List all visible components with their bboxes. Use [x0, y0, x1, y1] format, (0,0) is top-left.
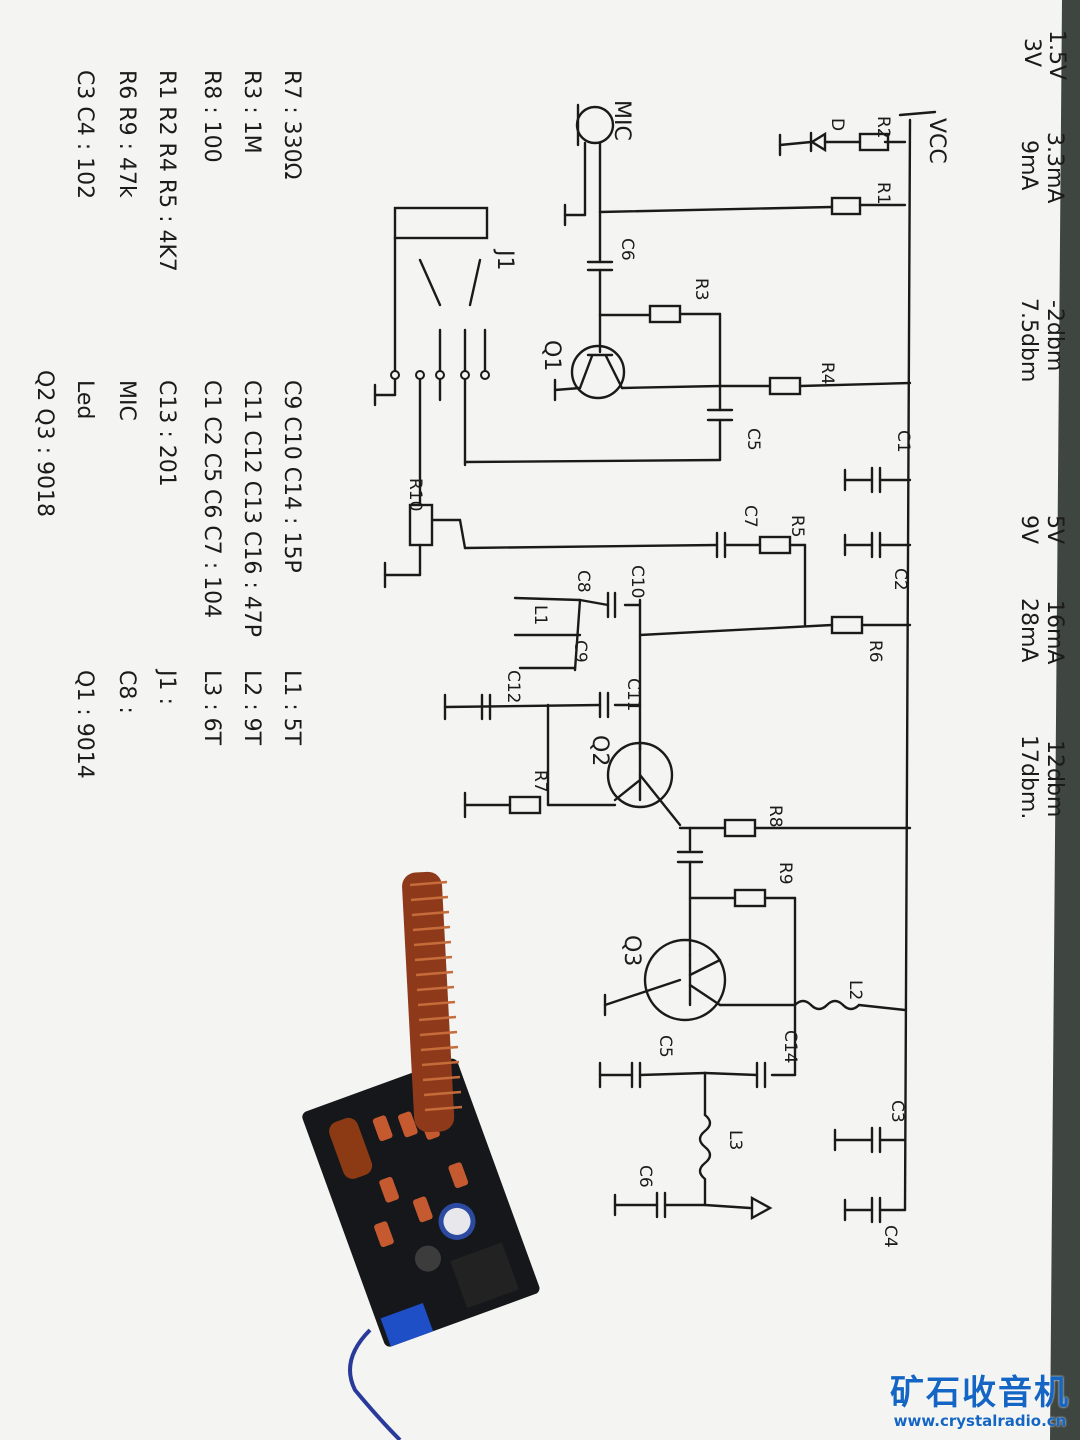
parts-col2-4: MIC	[114, 380, 139, 421]
label-q2: Q2	[587, 735, 612, 766]
parts-col3-3: J1 :	[154, 668, 179, 705]
parts-col3-0: L1 : 5T	[279, 670, 304, 746]
parts-col2-1: C11 C12 C13 C16 : 47P	[239, 380, 264, 637]
parts-col1-1: R3 : 1M	[239, 70, 264, 154]
label-c6-out: C6	[635, 1165, 655, 1188]
label-mic: MIC	[609, 100, 634, 141]
label-c9: C9	[570, 640, 590, 663]
label-c2: C2	[890, 568, 910, 591]
label-c3: C3	[887, 1100, 907, 1123]
parts-col3-2: L3 : 6T	[199, 670, 224, 746]
meas-e2: 17dbm.	[1016, 735, 1041, 819]
label-d: D	[827, 118, 847, 131]
watermark: 矿石收音机 www.crystalradio.cn	[890, 1374, 1070, 1430]
label-q3: Q3	[619, 935, 644, 966]
pcb-board	[302, 1058, 540, 1347]
coil-antenna	[402, 871, 463, 1133]
meas-c2: 9V	[1016, 515, 1041, 544]
label-r1: R1	[873, 182, 893, 205]
label-c8: C8	[573, 570, 593, 593]
meas-a2: 9mA	[1016, 140, 1041, 190]
parts-col1-3: R1 R2 R4 R5 : 4K7	[154, 70, 179, 272]
label-c6-top: C6	[617, 238, 637, 261]
label-r3: R3	[691, 278, 711, 301]
meas-d1: 16mA	[1042, 600, 1067, 664]
meas-b1: -2dbm	[1042, 300, 1067, 371]
label-r8: R8	[765, 805, 785, 828]
label-c10: C10	[627, 565, 647, 599]
label-q1: Q1	[539, 340, 564, 371]
parts-col2-5: Led	[72, 380, 97, 419]
label-c14: C14	[780, 1030, 800, 1064]
parts-col3-5: Q1 : 9014	[72, 670, 97, 779]
handwritten-labels: VCC MIC J1 R1 R2 D R3 R4 R5 R6 R7 R8 R9 …	[32, 30, 1069, 1248]
parts-col2-2: C1 C2 C5 C6 C7 : 104	[199, 380, 224, 618]
label-r2: R2	[873, 116, 893, 139]
meas-a1: 3.3mA	[1042, 132, 1067, 203]
label-c4: C4	[880, 1225, 900, 1248]
power-v2: 3V	[1019, 38, 1044, 67]
watermark-cn: 矿石收音机	[890, 1373, 1070, 1413]
label-r6: R6	[865, 640, 885, 663]
label-j1: J1	[492, 248, 517, 271]
power-v1: 1.5V	[1044, 30, 1069, 80]
parts-col2-0: C9 C10 C14 : 15P	[279, 380, 304, 573]
label-vcc: VCC	[924, 118, 949, 164]
parts-col1-4: R6 R9 : 47k	[114, 70, 139, 198]
label-c7: C7	[740, 505, 760, 528]
meas-e1: 12dbm	[1042, 740, 1067, 817]
parts-col2-6: Q2 Q3 : 9018	[32, 370, 57, 517]
parts-col2-3: C13 : 201	[154, 380, 179, 487]
label-c11: C11	[623, 678, 643, 712]
label-c1: C1	[893, 430, 913, 453]
meas-d2: 28mA	[1016, 598, 1041, 662]
label-r4: R4	[817, 362, 837, 385]
jack-terminals	[390, 370, 490, 380]
meas-c1: 5V	[1042, 515, 1067, 544]
meas-b2: 7.5dbm	[1016, 298, 1041, 382]
circuit-drawing	[373, 103, 937, 1224]
parts-col1-2: R8 : 100	[199, 70, 224, 163]
parts-col3-1: L2 : 9T	[239, 670, 264, 746]
label-c5-out: C5	[655, 1035, 675, 1058]
label-l2: L2	[845, 980, 865, 1000]
watermark-url: www.crystalradio.cn	[893, 1412, 1067, 1430]
parts-col1-5: C3 C4 : 102	[72, 70, 97, 199]
parts-col3-4: C8 :	[114, 670, 139, 714]
label-c12: C12	[503, 670, 523, 704]
parts-col1-0: R7 : 330Ω	[279, 70, 304, 179]
label-l3: L3	[725, 1130, 745, 1150]
label-r5: R5	[787, 515, 807, 538]
label-c5-mid: C5	[743, 428, 763, 451]
label-l1: L1	[530, 605, 550, 625]
label-r9: R9	[775, 862, 795, 885]
label-r10: R10	[405, 478, 425, 511]
battery-wire	[348, 1328, 402, 1440]
label-r7: R7	[530, 770, 550, 793]
